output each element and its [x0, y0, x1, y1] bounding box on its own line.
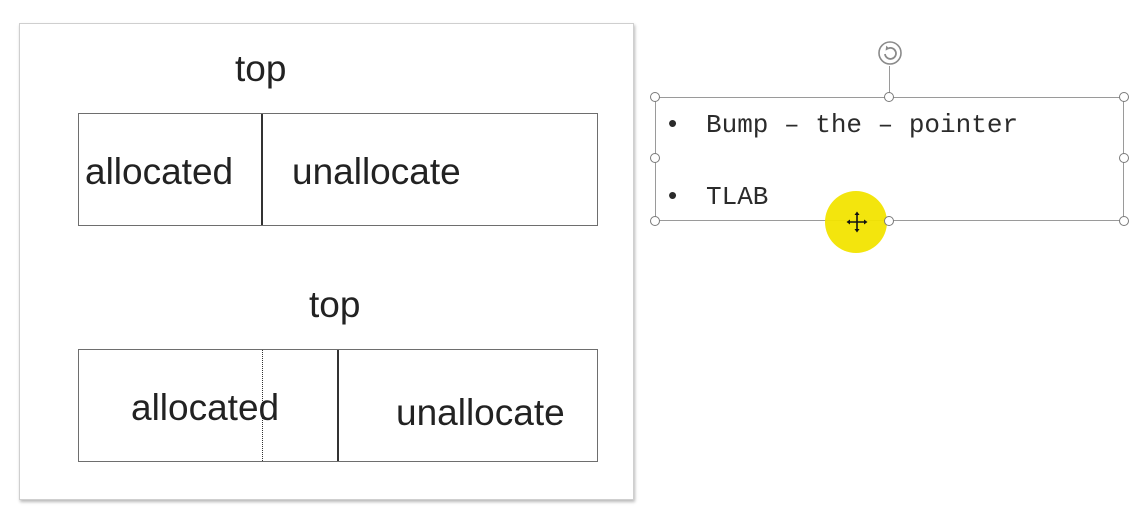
rotate-stem — [889, 66, 890, 97]
resize-handle-bottom-center[interactable] — [884, 216, 894, 226]
top-pointer-label: top — [235, 48, 287, 89]
resize-handle-bottom-left[interactable] — [650, 216, 660, 226]
bullet-text: TLAB — [706, 182, 769, 212]
move-icon — [846, 211, 868, 233]
rotate-icon[interactable] — [877, 40, 903, 66]
bullet-item[interactable]: • Bump – the – pointer — [668, 110, 1018, 138]
unallocated-label: unallocate — [292, 151, 461, 192]
unallocated-label: unallocate — [396, 392, 565, 433]
resize-handle-top-right[interactable] — [1119, 92, 1129, 102]
resize-handle-top-left[interactable] — [650, 92, 660, 102]
resize-handle-top-center[interactable] — [884, 92, 894, 102]
bullet-text: Bump – the – pointer — [706, 110, 1019, 140]
previous-pointer-divider — [262, 350, 263, 461]
resize-handle-middle-right[interactable] — [1119, 153, 1129, 163]
top-pointer-divider — [337, 350, 339, 461]
heap-box-top — [78, 113, 598, 226]
top-pointer-divider — [261, 114, 263, 225]
bullet-dot: • — [668, 180, 678, 210]
top-pointer-label: top — [309, 284, 361, 325]
bullet-item[interactable]: • TLAB — [668, 182, 768, 210]
resize-handle-bottom-right[interactable] — [1119, 216, 1129, 226]
resize-handle-middle-left[interactable] — [650, 153, 660, 163]
allocated-label: allocated — [131, 387, 280, 428]
allocated-label: allocated — [85, 151, 234, 192]
bullet-dot: • — [668, 108, 678, 138]
